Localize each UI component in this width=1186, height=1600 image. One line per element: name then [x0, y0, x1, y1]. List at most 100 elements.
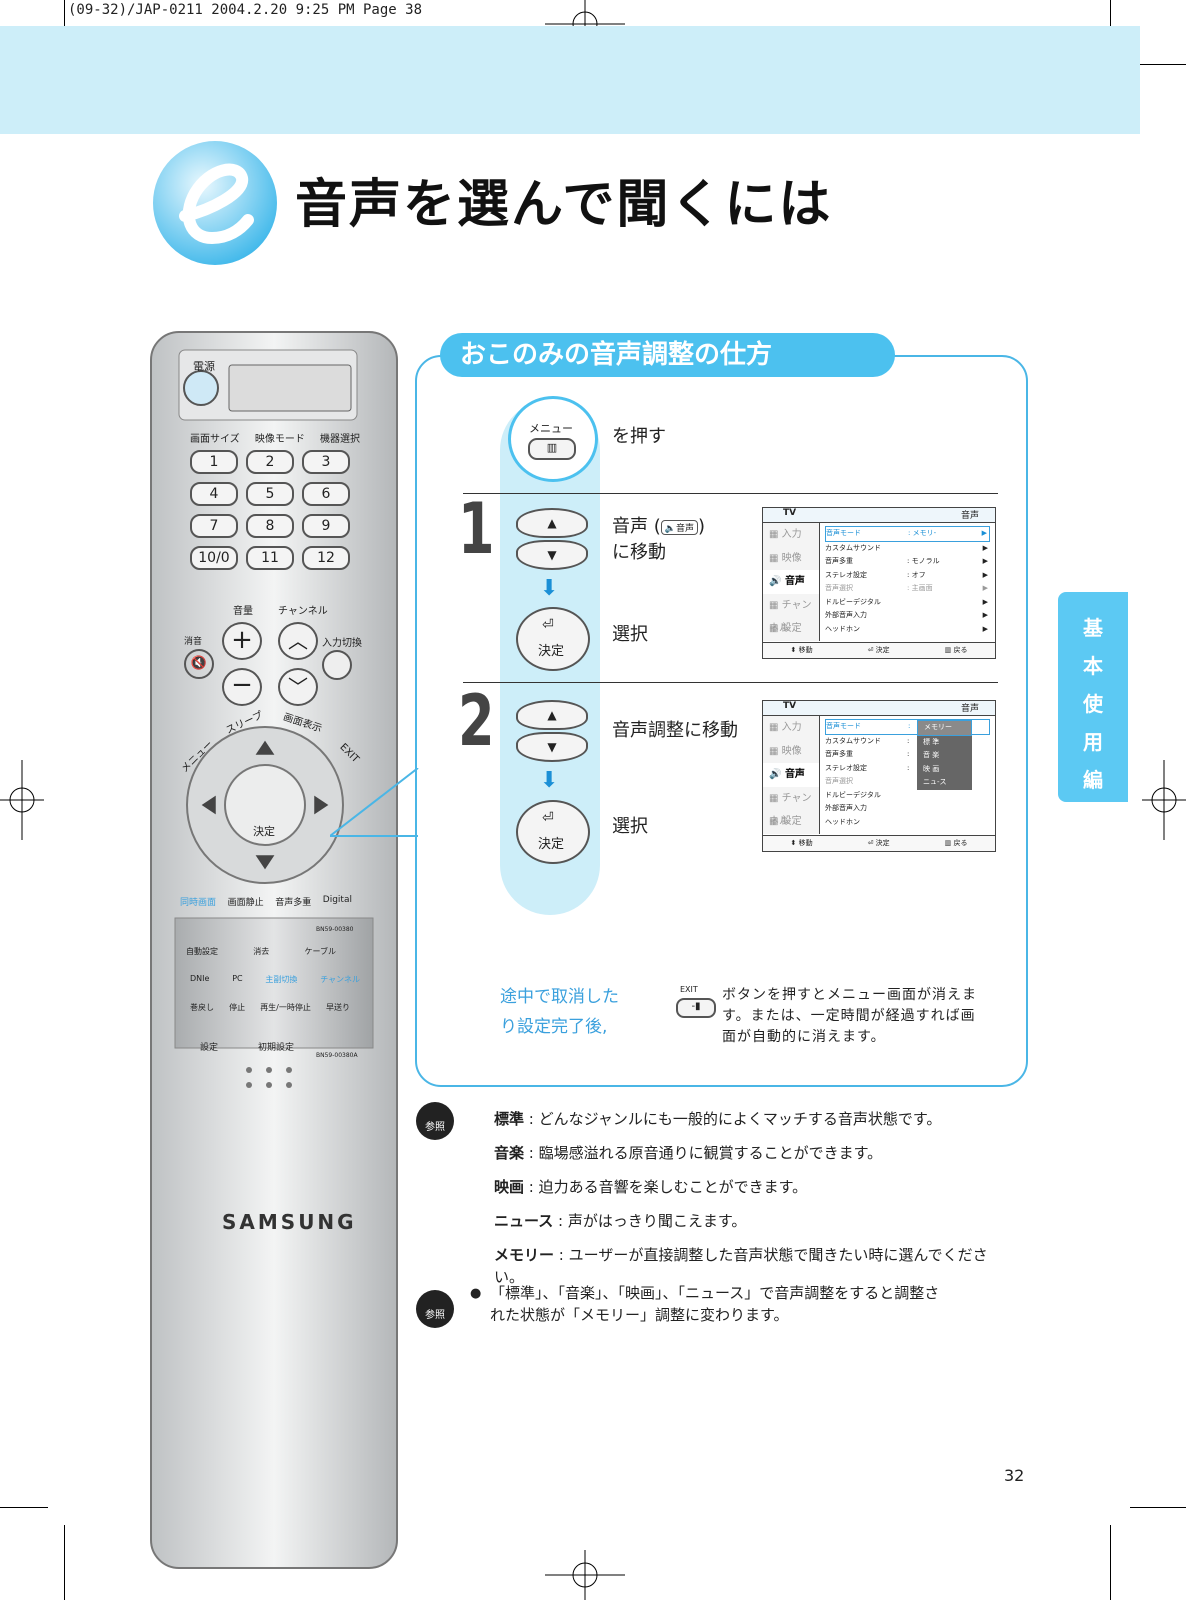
tv-menu-row: 音声モード:: [825, 719, 990, 735]
tab-icon: ▦: [769, 816, 779, 828]
up-arrow-icon: ▲: [516, 508, 588, 538]
registration-mark: [0, 760, 44, 840]
reference-item: 標準 : どんなジャンルにも一般的によくマッチする音声状態です。: [494, 1110, 942, 1128]
tab-icon: ▦: [769, 623, 779, 635]
registration-mark: [1142, 760, 1186, 840]
tv-menu-option: 標 準: [923, 737, 940, 746]
tv-menu-row: 音声選択: [825, 777, 853, 785]
callout-line: [330, 768, 419, 837]
e-logo-icon: [153, 141, 277, 265]
tab-icon: 🔊: [769, 769, 782, 781]
step-2-number: 2: [458, 680, 495, 762]
tv-menu-row: ドルビーデジタル: [825, 790, 881, 799]
crop-mark: [1110, 0, 1111, 46]
remote-number-button: 7: [190, 514, 238, 538]
cancel-note-left: 途中で取消した り設定完了後,: [500, 987, 619, 1037]
tv-menu-row: 音声モード: メモリ-▶: [825, 526, 990, 542]
arrow-right-icon: ▶: [982, 543, 988, 552]
tv-menu-option: ニュ-ス: [923, 778, 947, 786]
crop-mark: [1130, 64, 1186, 65]
arrow-right-icon: ▶: [982, 597, 988, 606]
footer-icon: ⏎: [867, 646, 874, 654]
tv-menu-tab: ▦ 映像: [769, 745, 802, 757]
minus-icon: −: [222, 668, 262, 706]
tv-menu-row: カスタムサウンド:: [825, 736, 910, 745]
arrow-right-icon: ▶: [982, 624, 988, 633]
section-title: おこのみの音声調整の仕方: [440, 333, 895, 377]
remote-ch-label: チャンネル: [278, 606, 328, 617]
reference-item: 映画 : 迫力ある音響を楽しむことができます。: [494, 1178, 808, 1196]
tab-icon: ▦: [769, 599, 779, 611]
remote-setup-label: 設定: [200, 1043, 219, 1053]
up-arrow-icon: ▲: [516, 700, 588, 730]
tv-menu-row: ヘッドホン▶: [825, 623, 990, 637]
remote-lower-row1: 自動設定消去ケーブル: [186, 947, 336, 956]
remote-number-button: 9: [302, 514, 350, 538]
crop-mark: [64, 1525, 65, 1600]
print-header: (09-32)/JAP-0211 2004.2.20 9:25 PM Page …: [68, 2, 423, 18]
remote-vol-label: 音量: [233, 606, 253, 617]
crop-mark: [64, 0, 65, 46]
remote-number-button: 4: [190, 482, 238, 506]
tab-icon: ▦: [769, 529, 779, 540]
step-1-move-2: に移動: [612, 542, 666, 563]
remote-ok-label: 決定: [253, 825, 275, 838]
remote-control-illustration: [150, 331, 398, 1569]
tv-menu-row: カスタムサウンド▶: [825, 542, 990, 556]
arrow-right-icon: ▶: [982, 557, 988, 565]
menu-button-label: メニュー: [529, 422, 573, 435]
samsung-logo: SAMSUNG: [222, 1210, 357, 1234]
chevron-up-icon: ︿: [278, 622, 318, 660]
tv-menu-option: 映 画: [923, 764, 940, 773]
enter-button-illustration: [516, 800, 590, 864]
reference-icon: 参照: [416, 1290, 454, 1328]
tv-menu-row: 音声選択: 主画面▶: [825, 582, 990, 596]
reference-item: メモリー : ユーザーが直接調整した音声状態で聞きたい時に選んでください。: [494, 1246, 988, 1286]
header-band: [0, 26, 1140, 134]
arrow-down-icon: ⬇: [540, 576, 559, 601]
mute-icon: 🔇: [184, 649, 214, 679]
tv-menu-tab: ▦ チャンネル: [769, 792, 812, 827]
remote-number-button: 5: [246, 482, 294, 506]
tab-icon: ▦: [769, 792, 779, 804]
crop-mark: [1130, 1507, 1186, 1508]
tv-menu-option: メモリー: [917, 720, 972, 736]
reference-item: 音楽 : 臨場感溢れる原音通りに観賞することができます。: [494, 1144, 883, 1162]
page-number: 32: [1004, 1466, 1025, 1485]
exit-label: EXIT: [680, 985, 698, 994]
step-1-select: 選択: [612, 624, 648, 645]
enter-icon: ⏎: [542, 810, 554, 826]
footer-icon: ⏎: [867, 839, 874, 847]
ok-label-2: 決定: [538, 837, 565, 852]
page-title: 音声を選んで聞くには: [295, 175, 833, 235]
chevron-down-icon: ﹀: [278, 668, 318, 706]
tv-menu-row: 音声多重:: [825, 750, 910, 758]
ok-label-1: 決定: [538, 644, 565, 659]
enter-button-illustration: [516, 607, 590, 671]
tv-menu-list: 音声モード: メモリ-▶カスタムサウンド▶音声多重: モノラル▶ステレオ設定: …: [825, 526, 990, 636]
plus-icon: +: [222, 622, 262, 660]
side-tab: 基 本 使 用 編: [1058, 592, 1128, 802]
remote-number-button: 8: [246, 514, 294, 538]
step-1-number: 1: [458, 488, 495, 570]
tab-icon: ▦: [769, 552, 779, 564]
remote-power-label: 電源: [193, 360, 215, 373]
footer-icon: ⬍: [790, 839, 797, 847]
arrow-right-icon: ▶: [982, 584, 988, 592]
reference-item: ニュース : 声がはっきり聞こえます。: [494, 1212, 747, 1230]
tv-menu-row: ステレオ設定: オフ▶: [825, 569, 990, 583]
footer-icon: ⬍: [790, 646, 797, 654]
cancel-note-right: ボタンを押すとメニュー画面が消えます。または、一定時間が経過すれば画面が自動的に…: [722, 987, 977, 1045]
remote-number-button: 6: [302, 482, 350, 506]
tv-menu-sidebar: ▦ 入力▦ 映像🔊 音声▦ チャンネル▦ 設定: [763, 523, 820, 641]
menu-icon: ▥: [528, 438, 576, 460]
remote-lower-row3: 巻戻し停止再生/一時停止早送り: [190, 1003, 350, 1012]
tv-menu-row: ヘッドホン: [825, 817, 860, 826]
divider: [463, 682, 998, 683]
